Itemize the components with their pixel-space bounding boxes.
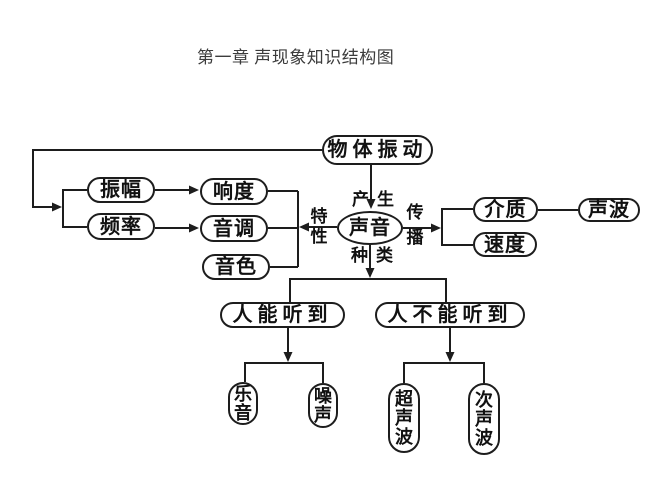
node-object-vibration: 物体振动 — [322, 135, 433, 165]
edge-vibration-to-amplitude-frequency — [32, 149, 322, 228]
node-speed: 速度 — [473, 232, 537, 257]
edge-audible-split — [244, 328, 324, 383]
edge-frequency-to-pitch — [155, 223, 199, 233]
node-medium: 介质 — [473, 197, 538, 222]
diagram-title: 第一章 声现象知识结构图 — [197, 48, 395, 67]
edge-vibration-to-sound — [366, 165, 376, 209]
node-inaudible: 人不能听到 — [375, 302, 525, 328]
edge-label-produce: 产生 — [352, 190, 402, 209]
edge-inaudible-split — [403, 328, 485, 383]
node-infrasound: 次声波 — [468, 383, 500, 455]
edge-label-propagation: 传播 — [406, 203, 424, 247]
bracket-characteristics — [268, 190, 299, 268]
edge-sound-to-types — [289, 245, 447, 302]
node-musical-sound: 乐音 — [228, 382, 258, 425]
node-amplitude: 振幅 — [87, 177, 155, 203]
node-sound-wave: 声波 — [578, 198, 640, 222]
edge-sound-to-propagation — [403, 208, 473, 246]
node-timbre: 音色 — [202, 254, 270, 280]
edge-label-characteristics: 特性 — [310, 207, 328, 246]
node-audible: 人能听到 — [220, 302, 345, 328]
node-noise: 噪声 — [308, 383, 338, 428]
edge-amplitude-to-loudness — [155, 185, 199, 195]
edge-label-types: 种类 — [351, 246, 401, 265]
node-frequency: 频率 — [87, 213, 155, 240]
node-ultrasound: 超声波 — [388, 383, 420, 453]
node-loudness: 响度 — [200, 178, 268, 205]
node-pitch: 音调 — [200, 215, 268, 242]
node-sound: 声音 — [337, 211, 403, 245]
edge-sound-to-characteristics — [299, 222, 337, 232]
